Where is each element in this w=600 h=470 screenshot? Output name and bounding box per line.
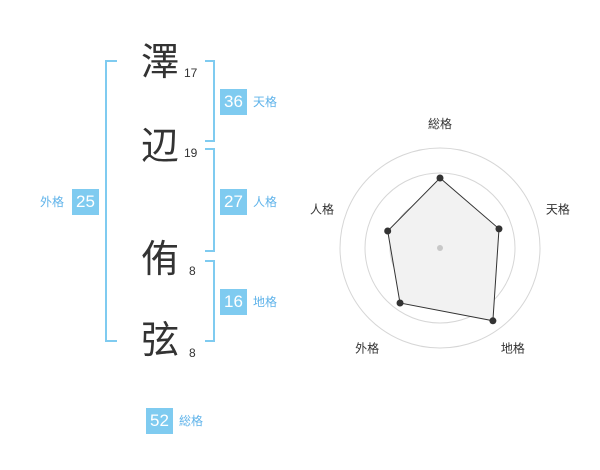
- jinkaku-label: 人格: [253, 195, 278, 209]
- radar-point: [489, 317, 497, 325]
- stroke-count-3: 8: [189, 264, 196, 278]
- radar-ring: [364, 172, 516, 324]
- stroke-count-1: 17: [184, 66, 198, 80]
- radar-point: [384, 227, 392, 235]
- radar-ring: [414, 222, 466, 274]
- gaikaku-label: 外格: [40, 195, 65, 209]
- tenkaku-label: 天格: [253, 95, 278, 109]
- stroke-count-4: 8: [189, 346, 196, 360]
- radar-area: [387, 177, 500, 322]
- radar-axis-label: 地格: [501, 340, 525, 355]
- radar-center-dot: [437, 245, 443, 251]
- tenkaku-bracket: [205, 60, 215, 142]
- gaikaku-value: 25: [72, 189, 99, 215]
- soukaku-value: 52: [146, 408, 173, 434]
- name-char-4: 弦: [140, 318, 179, 362]
- jinkaku-bracket: [205, 148, 215, 252]
- tenkaku-value: 36: [220, 89, 247, 115]
- name-char-1: 澤: [140, 40, 179, 84]
- radar-axis-label: 総格: [428, 116, 452, 131]
- radar-axis-label: 外格: [355, 340, 379, 355]
- name-char-3: 侑: [140, 237, 179, 281]
- chikaku-bracket: [205, 260, 215, 342]
- outer-bracket: [105, 60, 117, 342]
- radar-axis-label: 天格: [546, 202, 570, 217]
- radar-ring: [389, 197, 491, 299]
- radar-axis-label: 人格: [310, 202, 334, 217]
- stroke-count-2: 19: [184, 146, 198, 160]
- soukaku-label: 総格: [179, 414, 204, 428]
- radar-point: [495, 225, 503, 233]
- name-char-2: 辺: [140, 124, 179, 168]
- radar-point: [436, 174, 444, 182]
- radar-ring: [339, 147, 541, 349]
- jinkaku-value: 27: [220, 189, 247, 215]
- chikaku-value: 16: [220, 289, 247, 315]
- radar-point: [396, 299, 404, 307]
- chikaku-label: 地格: [253, 295, 278, 309]
